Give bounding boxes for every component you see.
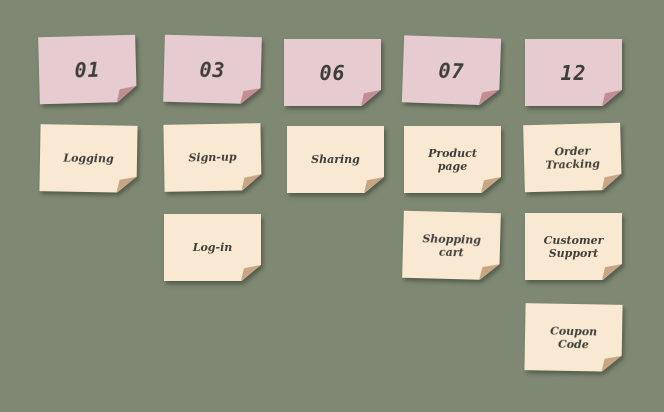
- page-curl-icon: [601, 355, 621, 371]
- page-curl-icon: [241, 265, 261, 281]
- header-label: 06: [319, 60, 346, 85]
- task-label: Product page: [428, 146, 477, 173]
- task-note-logging[interactable]: Logging: [39, 124, 137, 193]
- task-note-coupon-code[interactable]: Coupon Code: [524, 303, 622, 372]
- task-note-sign-up[interactable]: Sign-up: [163, 123, 261, 192]
- page-curl-icon: [116, 86, 136, 103]
- sticky-note: Logging: [39, 124, 137, 193]
- header-note-01[interactable]: 01: [38, 35, 137, 105]
- header-note-07[interactable]: 07: [402, 35, 501, 105]
- page-curl-icon: [241, 174, 261, 190]
- sticky-note: 12: [525, 39, 622, 106]
- sticky-note: Log-in: [164, 214, 261, 281]
- sticky-note: Shopping cart: [402, 211, 501, 281]
- task-label: Order Tracking: [545, 144, 601, 172]
- task-note-sharing[interactable]: Sharing: [287, 126, 384, 193]
- task-label: Sharing: [311, 153, 360, 166]
- task-label: Shopping cart: [422, 231, 482, 259]
- page-curl-icon: [479, 89, 500, 106]
- header-label: 01: [74, 57, 101, 82]
- page-curl-icon: [601, 174, 621, 191]
- task-note-product-page[interactable]: Product page: [404, 126, 501, 193]
- task-note-order-tracking[interactable]: Order Tracking: [523, 123, 622, 193]
- page-curl-icon: [364, 177, 384, 193]
- task-label: Customer Support: [543, 233, 604, 260]
- sticky-note: Customer Support: [525, 213, 622, 280]
- header-note-03[interactable]: 03: [163, 35, 262, 105]
- sticky-note: Coupon Code: [524, 303, 622, 372]
- page-curl-icon: [240, 88, 260, 105]
- sticky-note: Sign-up: [163, 123, 261, 192]
- page-curl-icon: [602, 90, 622, 106]
- page-curl-icon: [602, 264, 622, 280]
- task-note-shopping-cart[interactable]: Shopping cart: [402, 211, 501, 281]
- header-label: 07: [438, 58, 465, 83]
- task-note-log-in[interactable]: Log-in: [164, 214, 261, 281]
- task-label: Logging: [63, 151, 114, 166]
- header-label: 03: [199, 57, 226, 82]
- header-label: 12: [560, 60, 587, 85]
- sticky-note: 06: [284, 39, 381, 106]
- task-label: Coupon Code: [549, 324, 598, 351]
- header-note-12[interactable]: 12: [525, 39, 622, 106]
- page-curl-icon: [116, 176, 136, 192]
- task-label: Sign-up: [188, 150, 237, 165]
- sticky-note: 07: [402, 35, 501, 105]
- sticky-note: 01: [38, 35, 137, 105]
- sticky-note: Product page: [404, 126, 501, 193]
- page-curl-icon: [361, 90, 381, 106]
- task-label: Log-in: [192, 241, 233, 254]
- page-curl-icon: [479, 264, 499, 281]
- page-curl-icon: [481, 177, 501, 193]
- sticky-note: 03: [163, 35, 262, 105]
- sticky-note: Order Tracking: [523, 123, 622, 193]
- header-note-06[interactable]: 06: [284, 39, 381, 106]
- task-note-customer-support[interactable]: Customer Support: [525, 213, 622, 280]
- sticky-note: Sharing: [287, 126, 384, 193]
